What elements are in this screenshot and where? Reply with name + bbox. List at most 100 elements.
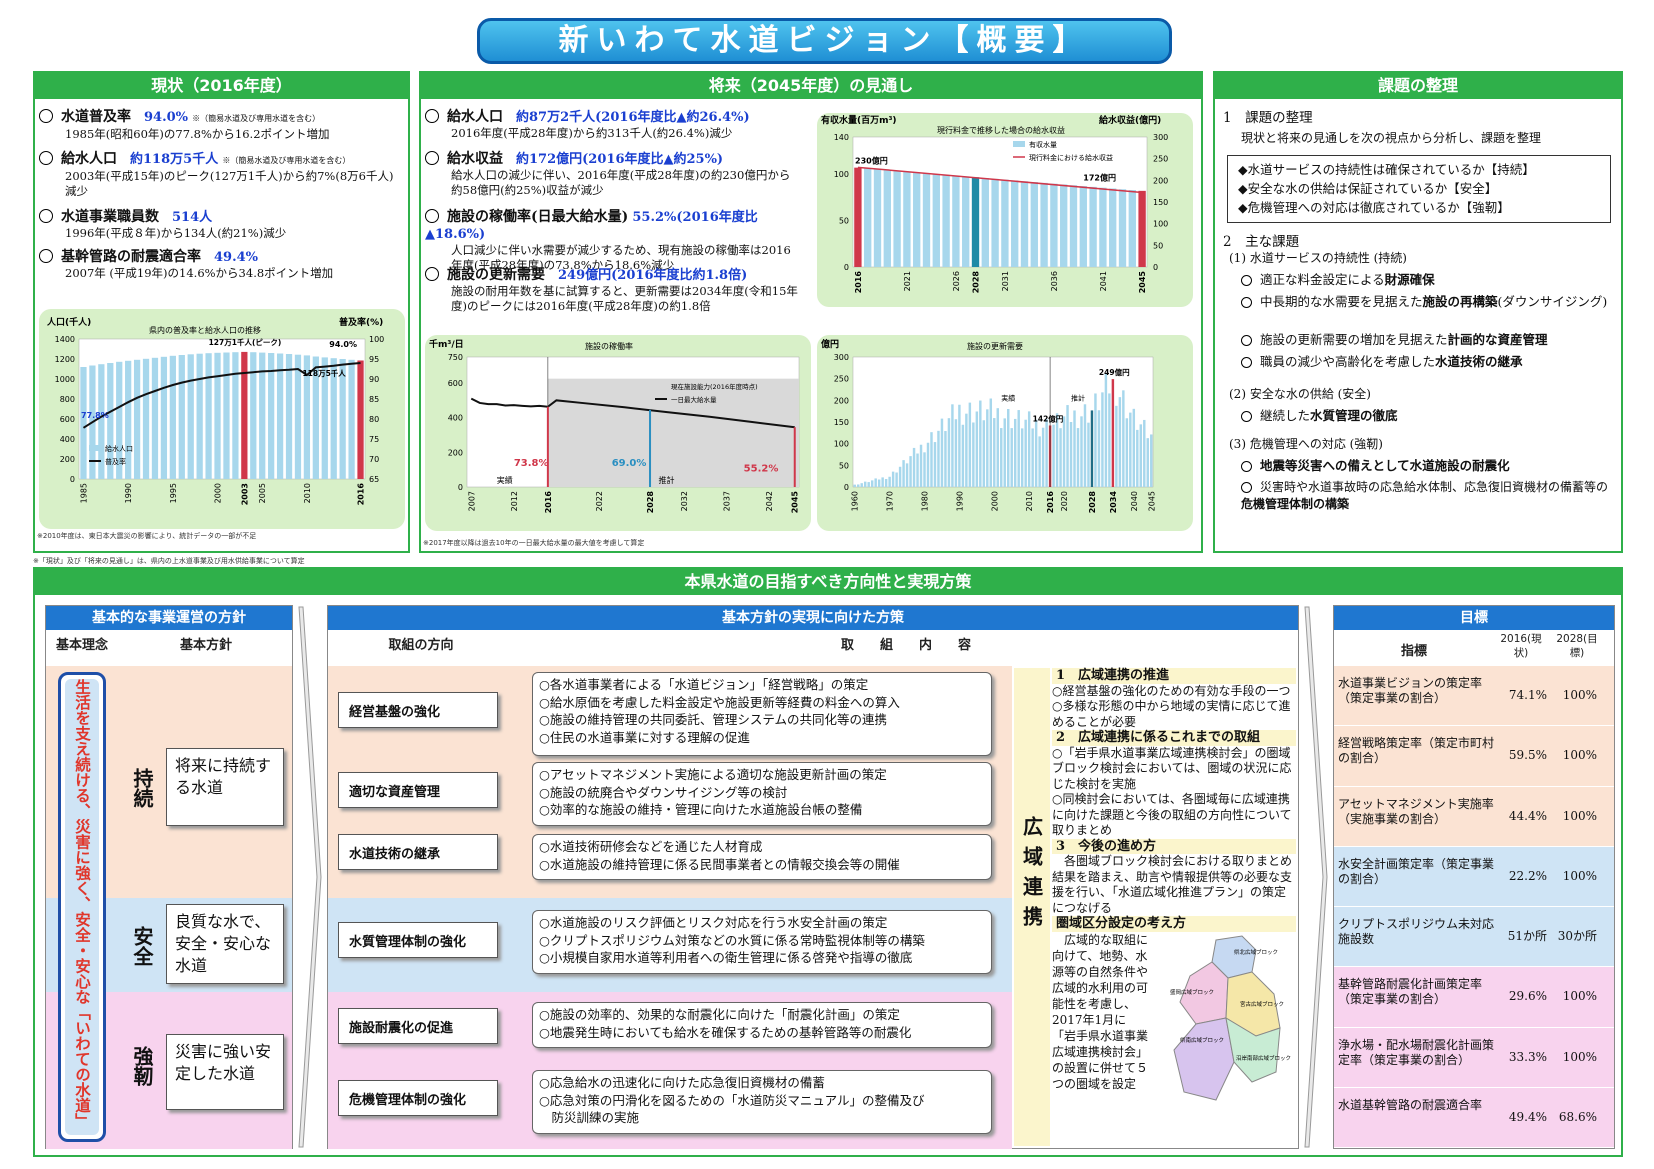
- future-panel: 将来（2045年度）の見通し 給水人口 約87万2千人(2016年度比▲約26.…: [419, 71, 1203, 553]
- wide-line: ○「岩手県水道事業広域連携検討会」の圏域ブロック検討会においては、圏域の状況に応…: [1052, 745, 1292, 791]
- bar: [893, 170, 901, 267]
- issue-item: 継続した水質管理の徹底: [1241, 407, 1611, 425]
- series-line: [470, 397, 795, 429]
- bar: [867, 482, 870, 487]
- dir-management: 経営基盤の強化: [338, 692, 498, 728]
- annotation: 73.8%: [514, 458, 549, 469]
- item-value: 94.0%: [144, 110, 189, 125]
- goal-target: 30か所: [1557, 929, 1597, 944]
- bar: [991, 178, 999, 267]
- circle-icon: [425, 267, 439, 281]
- chart-title: 県内の普及率と給水人口の推移: [149, 325, 261, 335]
- dir-quality: 水質管理体制の強化: [338, 922, 498, 958]
- dir-crisis: 危機管理体制の強化: [338, 1080, 498, 1116]
- policy-sustain: 将来に持続する水道: [166, 748, 284, 826]
- x-tick-label: 2016: [854, 271, 863, 294]
- goal-current: 74.1%: [1508, 688, 1547, 703]
- bar: [916, 453, 919, 487]
- tick-label: 800: [60, 395, 75, 404]
- issue-text: 継続した: [1260, 408, 1311, 423]
- bar: [1030, 182, 1038, 267]
- issues-s2-title: 2 主な課題: [1223, 234, 1300, 250]
- bar: [996, 408, 999, 487]
- dir-tech: 水道技術の継承: [338, 834, 498, 870]
- bar: [187, 354, 194, 479]
- annotation: 69.0%: [612, 458, 647, 469]
- bar: [125, 360, 132, 479]
- wide-line: ○多様な形態の中から地域の実情に応じて進めることが必要: [1052, 699, 1291, 729]
- act-asset: ○アセットマネジメント実施による適切な施設更新計画の策定○施設の統廃合やダウンサ…: [532, 762, 992, 826]
- bar: [1128, 190, 1136, 267]
- act-line: ○施設の維持管理の共同委託、管理システムの共同化等の連携: [539, 712, 888, 727]
- act-quality: ○水道施設のリスク評価とリスク対応を行う水安全計画の策定○クリプトスポリジウム対…: [532, 910, 992, 974]
- item-desc: 2007年 (平成19年)の14.6%から34.8ポイント増加: [65, 266, 334, 280]
- tick-label: 100: [834, 440, 849, 449]
- bar: [986, 409, 989, 487]
- bar: [205, 353, 212, 479]
- goal-col-b: 2028(目標): [1556, 633, 1598, 659]
- act-line: ○水道技術研修会などを通じた人材育成: [539, 839, 763, 854]
- map-label: 県北広域ブロック: [1234, 948, 1278, 956]
- future-item: 給水人口 約87万2千人(2016年度比▲約26.4%) 2016年度(平成28…: [425, 109, 800, 141]
- chart-title: 現行料金で推移した場合の給水収益: [937, 125, 1065, 135]
- bar: [1024, 419, 1027, 487]
- bar: [268, 353, 275, 479]
- bar: [883, 170, 891, 267]
- annotation: 55.2%: [744, 463, 779, 474]
- x-tick-label: 2031: [1001, 271, 1010, 291]
- bar: [864, 168, 872, 267]
- item-label: 水道普及率: [61, 109, 131, 125]
- bar: [1060, 184, 1068, 267]
- item-value: 約172億円(2016年度比▲約25%): [516, 152, 724, 167]
- x-tick-label: 2016: [1046, 491, 1055, 514]
- x-tick-label: 2042: [765, 491, 774, 511]
- bar: [1010, 428, 1013, 487]
- legend-label: 一日最大給水量: [671, 395, 717, 404]
- bar: [196, 353, 203, 479]
- item-value: 約87万2千人(2016年度比▲約26.4%): [516, 110, 750, 125]
- bar: [940, 418, 944, 487]
- act-line: ○各水道事業者による「水道ビジョン」「経営戦略」の策定: [539, 677, 869, 692]
- bar: [1129, 412, 1132, 487]
- tick-label: 200: [60, 455, 75, 464]
- bar: [1090, 410, 1094, 487]
- bar: [962, 176, 970, 267]
- wide-content: 1 広域連携の推進 ○経営基盤の強化のための有効な手段の一つ ○多様な形態の中か…: [1052, 668, 1296, 1146]
- bar: [1115, 405, 1118, 487]
- act-line: ○住民の水道事業に対する理解の促進: [539, 729, 750, 745]
- item-value: 514人: [172, 210, 213, 225]
- circle-icon: [1241, 275, 1252, 286]
- bar: [1011, 180, 1019, 267]
- bar: [972, 422, 975, 487]
- wide-line: 広域的な取組に向けて、地勢、水源等の自然条件や広域的水利用の可能性を考慮し、20…: [1052, 932, 1149, 1091]
- circle-icon: [425, 109, 439, 123]
- tick-label: 0: [70, 475, 75, 484]
- bar: [951, 404, 954, 487]
- wide-label: 広域連携: [1019, 816, 1044, 936]
- issues-group-title: (3) 危機管理への対応 (強靭): [1229, 437, 1383, 451]
- issue-text: 災害時や水道事故時の応急給水体制、応急復旧資機材の備蓄等の: [1260, 480, 1609, 494]
- issue-item: 中長期的な水需要を見据えた施設の再構築(ダウンサイジング): [1241, 293, 1611, 311]
- goal-col: 指標: [1400, 644, 1427, 659]
- act-line: ○施設の統廃合やダウンサイジング等の検討: [539, 784, 788, 800]
- bar: [874, 478, 877, 487]
- bar: [1094, 393, 1097, 487]
- y-axis-label: 有収水量(百万m³): [821, 114, 897, 126]
- issues-group-title: (2) 安全な水の供給 (安全): [1229, 387, 1371, 401]
- issues-box-line: ◆水道サービスの持続性は確保されているか【持続】: [1238, 162, 1535, 177]
- legend-swatch: [1013, 141, 1025, 147]
- current-item: 水道事業職員数 514人 1996年(平成８年)から134人(約21%)減少: [39, 209, 404, 241]
- current-panel: 現状（2016年度） 水道普及率 94.0% ※（簡易水道及び専用水道を含む） …: [33, 71, 410, 553]
- act-line: ○地震発生時においても給水を確保するための基幹管路等の耐震化: [539, 1024, 912, 1040]
- bar: [952, 175, 960, 267]
- item-label: 給水人口: [447, 109, 503, 125]
- bar: [1125, 418, 1129, 487]
- pillar-sustain: 持続: [130, 768, 154, 808]
- map-label: 県南広域ブロック: [1180, 1036, 1224, 1044]
- policy-strong: 災害に強い安定した水道: [166, 1034, 284, 1110]
- tick-label: 400: [60, 435, 75, 444]
- tick-label: 80: [369, 415, 379, 424]
- circle-icon: [1241, 461, 1252, 472]
- x-tick-label: 1995: [169, 483, 178, 503]
